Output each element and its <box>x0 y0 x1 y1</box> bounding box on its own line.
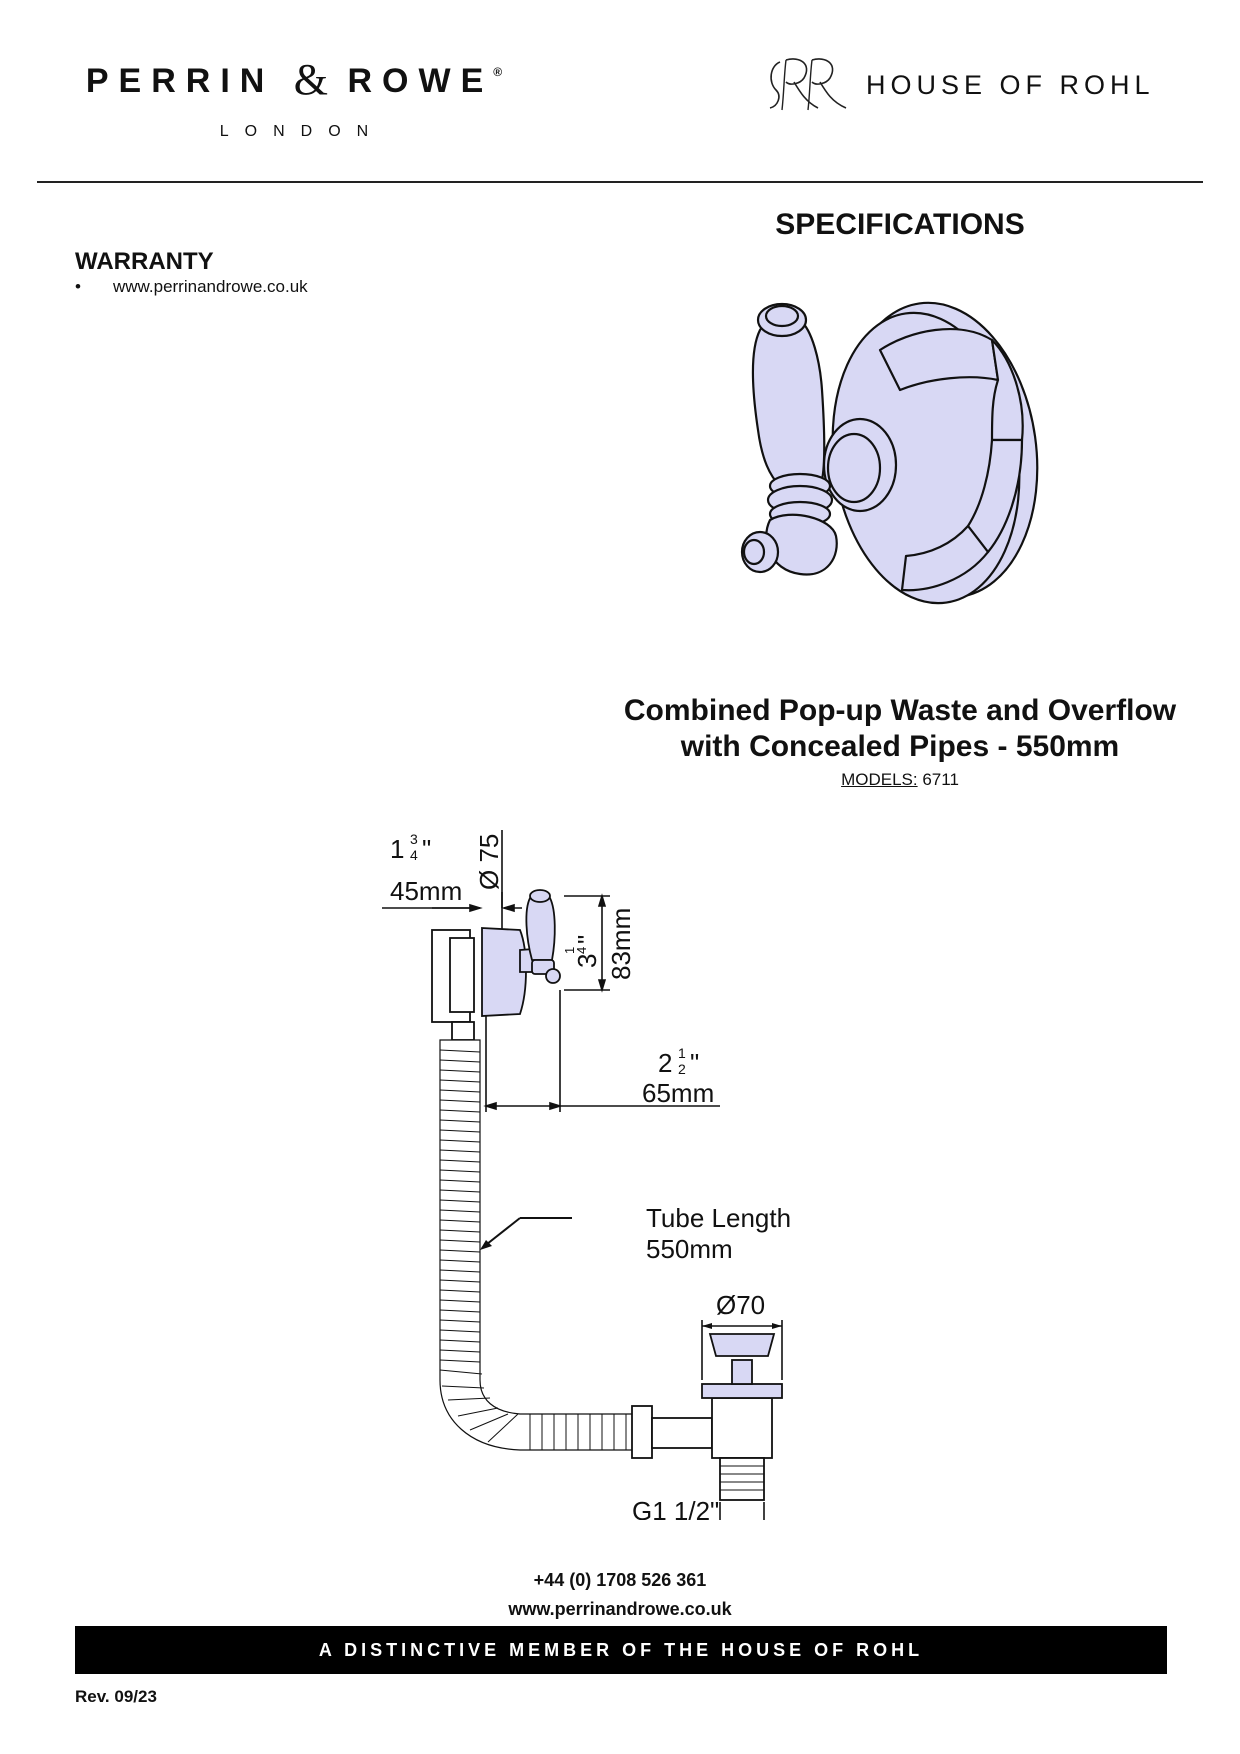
dim-reach-unit: " <box>690 1048 699 1078</box>
dim-depth-den: 4 <box>410 847 418 863</box>
dim-height-num: 1 <box>562 947 577 954</box>
product-title: Combined Pop-up Waste and Overflow with … <box>590 693 1210 765</box>
dim-depth-unit: " <box>422 834 431 864</box>
models-line: MODELS: 6711 <box>700 770 1100 790</box>
brand-right-text: HOUSE OF ROHL <box>866 70 1155 100</box>
tube-length-value: 550mm <box>646 1234 733 1264</box>
brand-left-word-b: ROWE <box>347 62 494 100</box>
dim-height-den: 4 <box>574 947 589 954</box>
dim-waste-diameter: Ø70 <box>716 1290 765 1320</box>
dim-overflow-diameter: Ø 75 <box>474 834 504 890</box>
dim-height-whole: 3 <box>572 954 602 968</box>
models-label: MODELS: <box>841 770 918 789</box>
dim-depth-whole: 1 <box>390 834 404 864</box>
product-isometric-drawing <box>740 301 1039 605</box>
revision-label: Rev. 09/23 <box>75 1687 157 1706</box>
technical-dimension-drawing: 1 3 4 " 45mm Ø 75 3 1 4 " 83mm 2 1 2 " 6… <box>382 830 791 1520</box>
dim-reach-num: 1 <box>678 1045 686 1061</box>
models-value: 6711 <box>922 770 959 789</box>
warranty-title: WARRANTY <box>75 248 214 275</box>
specifications-title: SPECIFICATIONS <box>775 208 1025 241</box>
warranty-link[interactable]: www.perrinandrowe.co.uk <box>113 277 308 296</box>
contact-website[interactable]: www.perrinandrowe.co.uk <box>508 1599 732 1619</box>
product-title-line-2: with Concealed Pipes - 550mm <box>680 730 1120 763</box>
warranty-list-item: • www.perrinandrowe.co.uk <box>75 277 308 297</box>
brand-left-word-a: PERRIN <box>85 62 275 100</box>
perrin-rowe-logo: PERRIN & ROWE® LONDON <box>74 54 514 141</box>
contact-phone[interactable]: +44 (0) 1708 526 361 <box>533 1570 707 1590</box>
dim-depth-mm: 45mm <box>390 876 462 906</box>
house-of-rohl-logo: HOUSE OF ROHL <box>760 52 1180 116</box>
tube-length-label: Tube Length <box>646 1203 791 1233</box>
dim-reach-whole: 2 <box>658 1048 672 1078</box>
brand-left-subtitle: LONDON <box>219 123 385 140</box>
brand-left-ampersand: & <box>293 55 329 104</box>
registered-mark: ® <box>493 65 503 79</box>
rohl-monogram-icon <box>769 58 847 111</box>
dim-height-unit: " <box>572 935 602 944</box>
dim-depth-num: 3 <box>410 831 418 847</box>
bullet: • <box>75 277 81 296</box>
thread-size: G1 1/2" <box>632 1496 719 1520</box>
dim-reach-mm: 65mm <box>642 1078 714 1108</box>
footer-banner: A DISTINCTIVE MEMBER OF THE HOUSE OF ROH… <box>75 1626 1167 1674</box>
dim-height-mm: 83mm <box>606 908 636 980</box>
dim-reach-den: 2 <box>678 1061 686 1077</box>
header-divider <box>37 181 1203 183</box>
product-title-line-1: Combined Pop-up Waste and Overflow <box>623 694 1177 727</box>
